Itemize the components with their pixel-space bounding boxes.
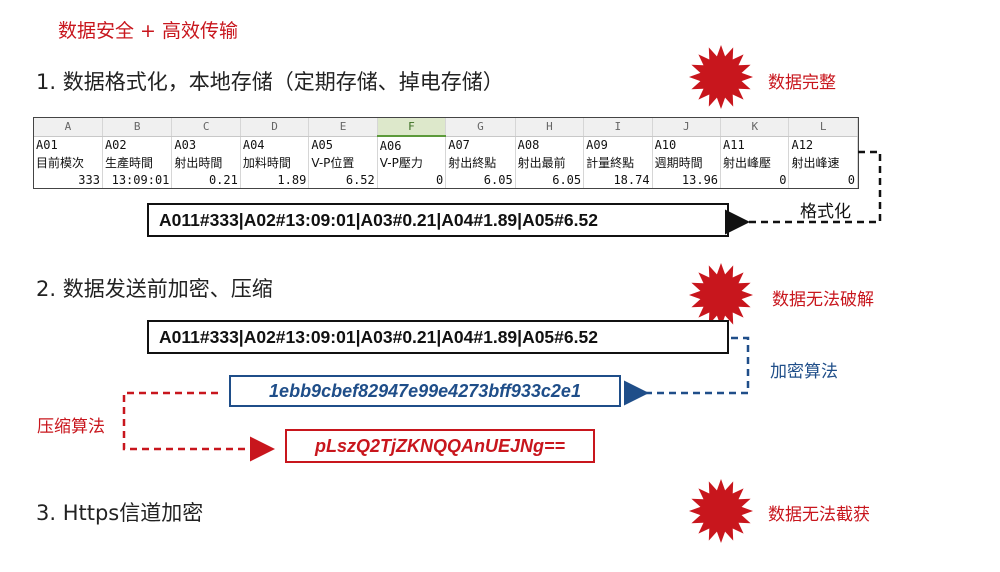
code-cell-d: A04 [240, 136, 310, 155]
step-3-heading: 3. Https信道加密 [36, 501, 204, 525]
column-header-b: B [102, 118, 173, 137]
value-cell-i: 18.74 [583, 171, 653, 188]
column-header-a: A [34, 118, 103, 137]
value-cell-d: 1.89 [240, 171, 310, 188]
format-label: 格式化 [800, 202, 851, 222]
code-cell-j: A10 [652, 136, 722, 155]
column-header-g: G [445, 118, 516, 137]
name-cell-c: 射出時間 [171, 154, 241, 172]
name-cell-k: 射出峰壓 [720, 154, 790, 172]
column-header-e: E [308, 118, 378, 137]
name-cell-d: 加料時間 [240, 154, 310, 172]
name-cell-a: 目前模次 [34, 154, 103, 172]
name-cell-b: 生產時間 [102, 154, 173, 172]
formatted-string: A011#333|A02#13:09:01|A03#0.21|A04#1.89|… [159, 209, 598, 230]
name-cell-l: 射出峰速 [788, 154, 858, 172]
red-starburst-icon [689, 45, 753, 109]
plain-string: A011#333|A02#13:09:01|A03#0.21|A04#1.89|… [159, 326, 598, 347]
column-header-l: L [788, 118, 858, 137]
value-cell-e: 6.52 [308, 171, 378, 188]
page-title: 数据安全 + 高效传输 [58, 20, 238, 42]
compressed-string: pLszQ2TjZKNQQAnUEJNg== [314, 435, 566, 456]
formatted-string-box: A011#333|A02#13:09:01|A03#0.21|A04#1.89|… [147, 203, 729, 237]
encrypt-label: 加密算法 [770, 362, 838, 382]
value-cell-a: 333 [34, 171, 103, 188]
compressed-string-box: pLszQ2TjZKNQQAnUEJNg== [285, 429, 595, 463]
column-header-c: C [171, 118, 241, 137]
badge-cannot-intercept: 数据无法截获 [768, 505, 870, 525]
name-cell-f: V-P壓力 [377, 154, 447, 172]
column-header-j: J [652, 118, 722, 137]
column-header-d: D [240, 118, 310, 137]
format-arrow [725, 150, 882, 235]
value-cell-l: 0 [788, 171, 858, 188]
code-cell-b: A02 [102, 136, 173, 155]
encrypt-arrow [624, 336, 750, 406]
column-header-k: K [720, 118, 790, 137]
code-cell-g: A07 [445, 136, 516, 155]
value-cell-c: 0.21 [171, 171, 241, 188]
compress-label: 压缩算法 [37, 417, 105, 437]
red-starburst-icon [689, 479, 753, 543]
badge-cannot-crack: 数据无法破解 [772, 290, 874, 310]
value-cell-j: 13.96 [652, 171, 722, 188]
column-header-f: F [377, 118, 447, 138]
value-cell-k: 0 [720, 171, 790, 188]
step-2-heading: 2. 数据发送前加密、压缩 [36, 277, 273, 301]
value-cell-g: 6.05 [445, 171, 516, 188]
name-cell-i: 計量終點 [583, 154, 653, 172]
encrypted-string: 1ebb9cbef82947e99e4273bff933c2e1 [269, 380, 581, 401]
code-cell-f: A06 [377, 136, 447, 155]
red-starburst-icon [689, 263, 753, 327]
code-cell-l: A12 [788, 136, 858, 155]
name-cell-e: V-P位置 [308, 154, 378, 172]
plain-string-box: A011#333|A02#13:09:01|A03#0.21|A04#1.89|… [147, 320, 729, 354]
value-cell-f: 0 [377, 171, 447, 188]
name-cell-g: 射出終點 [445, 154, 516, 172]
value-cell-b: 13:09:01 [102, 171, 173, 188]
code-cell-h: A08 [515, 136, 585, 155]
code-cell-k: A11 [720, 136, 790, 155]
code-cell-e: A05 [308, 136, 378, 155]
badge-data-integrity: 数据完整 [768, 73, 836, 93]
value-cell-h: 6.05 [515, 171, 585, 188]
name-cell-h: 射出最前 [515, 154, 585, 172]
step-1-heading: 1. 数据格式化，本地存储（定期存储、掉电存储） [36, 70, 504, 94]
code-cell-i: A09 [583, 136, 653, 155]
encrypted-string-box: 1ebb9cbef82947e99e4273bff933c2e1 [229, 375, 621, 407]
column-header-h: H [515, 118, 585, 137]
code-cell-a: A01 [34, 136, 103, 155]
name-cell-j: 週期時間 [652, 154, 722, 172]
compress-arrow [122, 391, 275, 462]
code-cell-c: A03 [171, 136, 241, 155]
column-header-i: I [583, 118, 653, 137]
